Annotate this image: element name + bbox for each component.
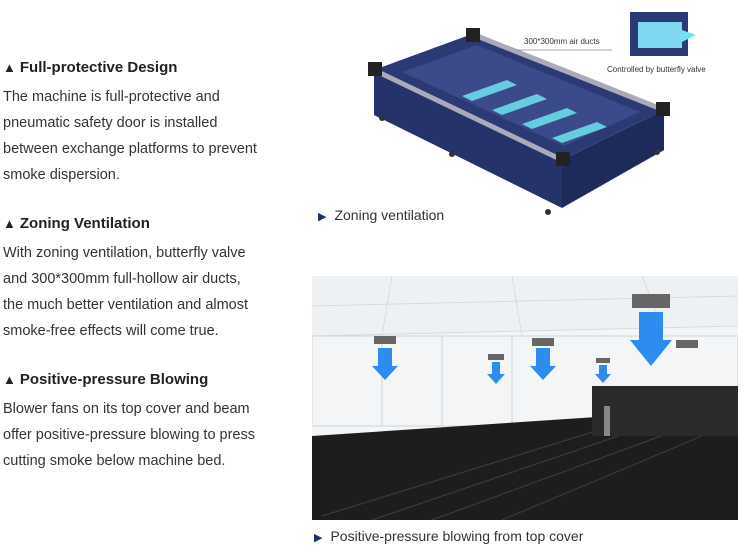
blower-fan (676, 340, 698, 348)
duct-label: 300*300mm air ducts (524, 37, 600, 46)
caption-arrow-icon: ▶ (318, 211, 327, 223)
feature-title: ▲Full-protective Design (3, 59, 178, 76)
ceiling (312, 276, 738, 336)
rail-block (466, 28, 480, 42)
machine-side (562, 110, 664, 208)
down-arrow-icon (595, 365, 611, 383)
blower-fans (374, 294, 698, 363)
feature-full-protective: ▲Full-protective Design The machine is f… (3, 58, 303, 188)
laser-head (604, 406, 610, 436)
machine-bed (402, 45, 640, 146)
figure-caption: ▶Zoning ventilation (318, 207, 445, 223)
down-arrow-icon (487, 362, 505, 384)
blower-fan (596, 358, 610, 363)
triangle-icon: ▲ (3, 216, 16, 231)
blower-fan (488, 354, 504, 360)
machine-illustration (368, 12, 696, 215)
airflow-arrow-icon (682, 30, 696, 42)
zoning-ventilation-figure: 300*300mm air ducts Controlled by butter… (312, 0, 748, 238)
valve-window (638, 22, 682, 48)
bed-slats (321, 425, 703, 521)
feature-description: Blower fans on its top cover and beam of… (3, 401, 255, 469)
feature-description: With zoning ventilation, butterfly valve… (3, 245, 249, 339)
machine-feet (379, 115, 660, 215)
positive-pressure-figure (311, 275, 739, 521)
down-arrow-icon (372, 348, 398, 380)
front-rail (372, 67, 564, 163)
air-arrows (372, 312, 672, 384)
rail-block (556, 152, 570, 166)
rail-block (368, 62, 382, 76)
back-rail (471, 31, 665, 113)
workshop-illustration (311, 275, 739, 521)
feature-title: ▲Zoning Ventilation (3, 215, 150, 232)
gantry (592, 386, 738, 436)
feature-title: ▲Positive-pressure Blowing (3, 371, 209, 388)
feature-zoning-ventilation: ▲Zoning Ventilation With zoning ventilat… (3, 214, 303, 344)
blower-fan (532, 338, 554, 346)
down-arrow-icon (530, 348, 556, 380)
blower-fan (632, 294, 670, 308)
triangle-icon: ▲ (3, 372, 16, 387)
figure-caption: ▶Positive-pressure blowing from top cove… (314, 528, 584, 544)
feature-description: The machine is full-protective and pneum… (3, 89, 257, 183)
rail-block (656, 102, 670, 116)
valve-label: Controlled by butterfly valve (607, 65, 706, 74)
caption-arrow-icon: ▶ (314, 532, 323, 544)
triangle-icon: ▲ (3, 60, 16, 75)
machine-front (374, 70, 562, 208)
feature-positive-pressure: ▲Positive-pressure Blowing Blower fans o… (3, 370, 303, 474)
blower-fan (374, 336, 396, 344)
air-ducts (462, 80, 607, 143)
down-arrow-icon (630, 312, 672, 366)
